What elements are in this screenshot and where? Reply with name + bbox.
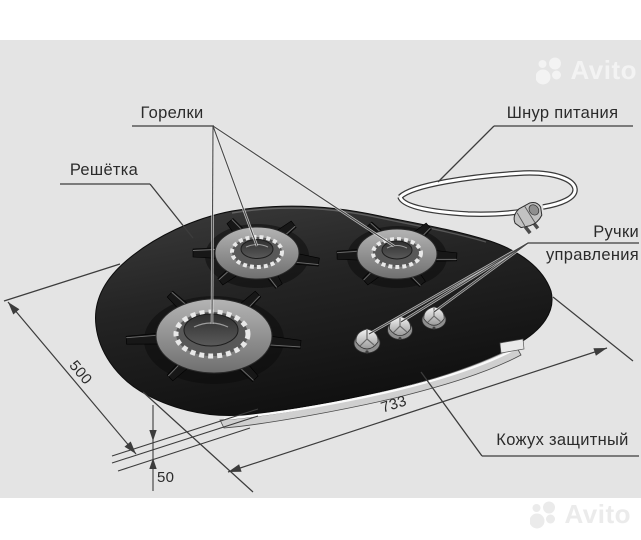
avito-logo-icon	[536, 57, 562, 84]
casing-notch	[499, 338, 525, 354]
watermark-bottom-right: Avito	[530, 499, 631, 530]
control-knob-2	[387, 315, 413, 341]
control-knob-3	[421, 306, 447, 330]
watermark-top-right: Avito	[536, 55, 637, 86]
dimension-depth-500	[3, 263, 137, 455]
label-control-knobs-line2: управления	[546, 246, 639, 264]
label-burners: Горелки	[140, 104, 204, 122]
avito-logo-icon	[530, 501, 556, 528]
burner-bottom-left	[155, 298, 273, 374]
watermark-text: Avito	[564, 499, 631, 529]
label-protective-casing: Кожух защитный	[496, 431, 629, 449]
burner-top-center	[214, 226, 300, 280]
protective-casing-drawing	[219, 338, 525, 429]
dimension-width-733	[142, 296, 634, 493]
plug-icon	[513, 202, 543, 235]
label-underlines	[60, 125, 639, 457]
dimension-label-50: 50	[157, 469, 175, 486]
label-power-cord: Шнур питания	[506, 104, 619, 122]
label-grate: Решётка	[69, 161, 139, 179]
control-knob-1	[353, 328, 381, 354]
dimension-edge-50	[111, 405, 259, 491]
power-cord-drawing	[397, 170, 578, 235]
leader-lines	[210, 124, 529, 336]
label-control-knobs-line1: Ручки	[593, 223, 639, 241]
watermark-text: Avito	[570, 55, 637, 85]
burner-right	[356, 228, 438, 280]
label-control-knobs: Ручки управления	[520, 222, 639, 265]
